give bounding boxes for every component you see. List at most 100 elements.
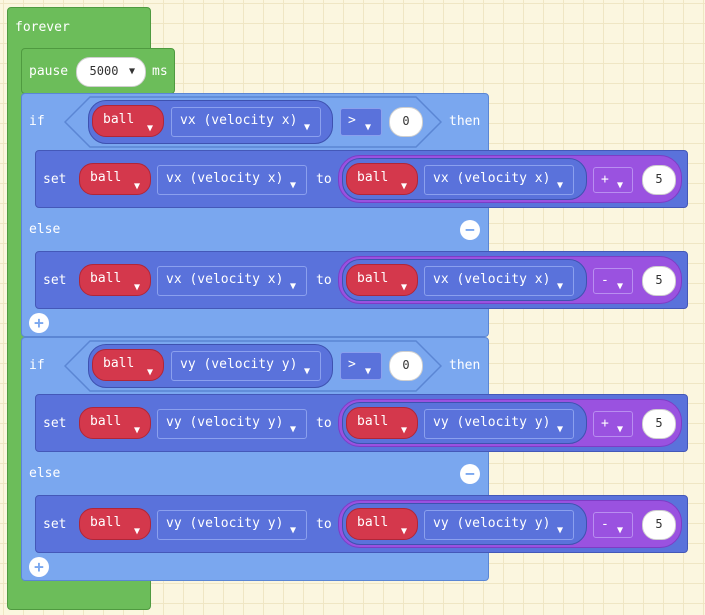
- property-dropdown[interactable]: vx (velocity x) ▼: [157, 266, 307, 296]
- operator: -: [601, 273, 609, 288]
- set-label: set: [43, 273, 67, 288]
- operator: >: [348, 357, 356, 372]
- then-label: then: [449, 358, 481, 373]
- dropdown-icon: ▼: [289, 281, 296, 292]
- sprite-name: ball: [90, 414, 122, 429]
- sprite-dropdown[interactable]: ball ▼: [79, 264, 151, 296]
- dropdown-icon: ▼: [289, 180, 296, 191]
- dropdown-icon: ▼: [133, 526, 140, 537]
- property-dropdown[interactable]: vy (velocity y) ▼: [171, 351, 321, 381]
- property-dropdown[interactable]: vx (velocity x) ▼: [157, 165, 307, 195]
- dropdown-icon: ▼: [128, 66, 135, 77]
- dropdown-icon: ▼: [400, 282, 407, 293]
- number-value: 5: [655, 273, 663, 287]
- comparison-operator-dropdown[interactable]: > ▼: [340, 352, 382, 380]
- operator: -: [601, 517, 609, 532]
- number-field[interactable]: 5: [642, 165, 676, 195]
- sprite-dropdown[interactable]: ball ▼: [92, 105, 164, 137]
- forever-label: forever: [15, 20, 70, 35]
- dropdown-icon: ▼: [303, 122, 310, 133]
- math-operator-dropdown[interactable]: - ▼: [593, 512, 633, 538]
- property-name: vy (velocity y): [166, 516, 284, 531]
- number-field[interactable]: 5: [642, 510, 676, 540]
- dropdown-icon: ▼: [364, 366, 371, 377]
- sprite-name: ball: [103, 112, 135, 127]
- operator: >: [348, 113, 356, 128]
- compare-value-field[interactable]: 0: [389, 107, 423, 137]
- property-dropdown[interactable]: vx (velocity x) ▼: [424, 165, 574, 195]
- dropdown-icon: ▼: [400, 526, 407, 537]
- dropdown-icon: ▼: [133, 181, 140, 192]
- math-operator-dropdown[interactable]: - ▼: [593, 268, 633, 294]
- dropdown-icon: ▼: [303, 366, 310, 377]
- number-value: 5: [655, 416, 663, 430]
- dropdown-icon: ▼: [616, 525, 623, 536]
- property-name: vx (velocity x): [433, 171, 551, 186]
- number-value: 5: [655, 517, 663, 531]
- dropdown-icon: ▼: [400, 425, 407, 436]
- property-name: vx (velocity x): [166, 171, 284, 186]
- math-operator-dropdown[interactable]: + ▼: [593, 411, 633, 437]
- to-label: to: [316, 273, 332, 288]
- to-label: to: [316, 416, 332, 431]
- sprite-dropdown[interactable]: ball ▼: [346, 508, 418, 540]
- else-label: else: [29, 222, 61, 237]
- sprite-dropdown[interactable]: ball ▼: [79, 163, 151, 195]
- add-else-if-icon[interactable]: +: [29, 313, 49, 333]
- property-dropdown[interactable]: vx (velocity x) ▼: [171, 107, 321, 137]
- operator: +: [601, 416, 609, 431]
- dropdown-icon: ▼: [400, 181, 407, 192]
- compare-value: 0: [402, 114, 410, 128]
- compare-value-field[interactable]: 0: [389, 351, 423, 381]
- sprite-name: ball: [357, 271, 389, 286]
- dropdown-icon: ▼: [146, 123, 153, 134]
- sprite-dropdown[interactable]: ball ▼: [346, 163, 418, 195]
- to-label: to: [316, 517, 332, 532]
- remove-else-icon[interactable]: −: [460, 220, 480, 240]
- dropdown-icon: ▼: [289, 424, 296, 435]
- sprite-dropdown[interactable]: ball ▼: [346, 264, 418, 296]
- property-name: vy (velocity y): [166, 415, 284, 430]
- sprite-name: ball: [90, 515, 122, 530]
- dropdown-icon: ▼: [364, 122, 371, 133]
- compare-value: 0: [402, 358, 410, 372]
- dropdown-icon: ▼: [556, 424, 563, 435]
- add-else-if-icon[interactable]: +: [29, 557, 49, 577]
- dropdown-icon: ▼: [289, 525, 296, 536]
- pause-unit: ms: [152, 64, 168, 79]
- dropdown-icon: ▼: [556, 281, 563, 292]
- dropdown-icon: ▼: [616, 281, 623, 292]
- sprite-dropdown[interactable]: ball ▼: [79, 407, 151, 439]
- pause-value: 5000: [89, 64, 119, 78]
- property-dropdown[interactable]: vy (velocity y) ▼: [424, 409, 574, 439]
- sprite-dropdown[interactable]: ball ▼: [92, 349, 164, 381]
- sprite-name: ball: [90, 271, 122, 286]
- comparison-operator-dropdown[interactable]: > ▼: [340, 108, 382, 136]
- property-dropdown[interactable]: vy (velocity y) ▼: [157, 409, 307, 439]
- to-label: to: [316, 172, 332, 187]
- dropdown-icon: ▼: [133, 282, 140, 293]
- if-label: if: [29, 358, 45, 373]
- property-name: vx (velocity x): [433, 272, 551, 287]
- property-name: vy (velocity y): [180, 357, 298, 372]
- set-label: set: [43, 416, 67, 431]
- property-dropdown[interactable]: vy (velocity y) ▼: [424, 510, 574, 540]
- dropdown-icon: ▼: [556, 180, 563, 191]
- dropdown-icon: ▼: [616, 424, 623, 435]
- sprite-dropdown[interactable]: ball ▼: [79, 508, 151, 540]
- property-dropdown[interactable]: vy (velocity y) ▼: [157, 510, 307, 540]
- dropdown-icon: ▼: [146, 367, 153, 378]
- number-field[interactable]: 5: [642, 266, 676, 296]
- number-field[interactable]: 5: [642, 409, 676, 439]
- property-dropdown[interactable]: vx (velocity x) ▼: [424, 266, 574, 296]
- math-operator-dropdown[interactable]: + ▼: [593, 167, 633, 193]
- sprite-name: ball: [357, 515, 389, 530]
- property-name: vy (velocity y): [433, 516, 551, 531]
- property-name: vy (velocity y): [433, 415, 551, 430]
- dropdown-icon: ▼: [133, 425, 140, 436]
- sprite-dropdown[interactable]: ball ▼: [346, 407, 418, 439]
- remove-else-icon[interactable]: −: [460, 464, 480, 484]
- pause-value-field[interactable]: 5000 ▼: [76, 57, 146, 87]
- if-label: if: [29, 114, 45, 129]
- property-name: vx (velocity x): [180, 113, 298, 128]
